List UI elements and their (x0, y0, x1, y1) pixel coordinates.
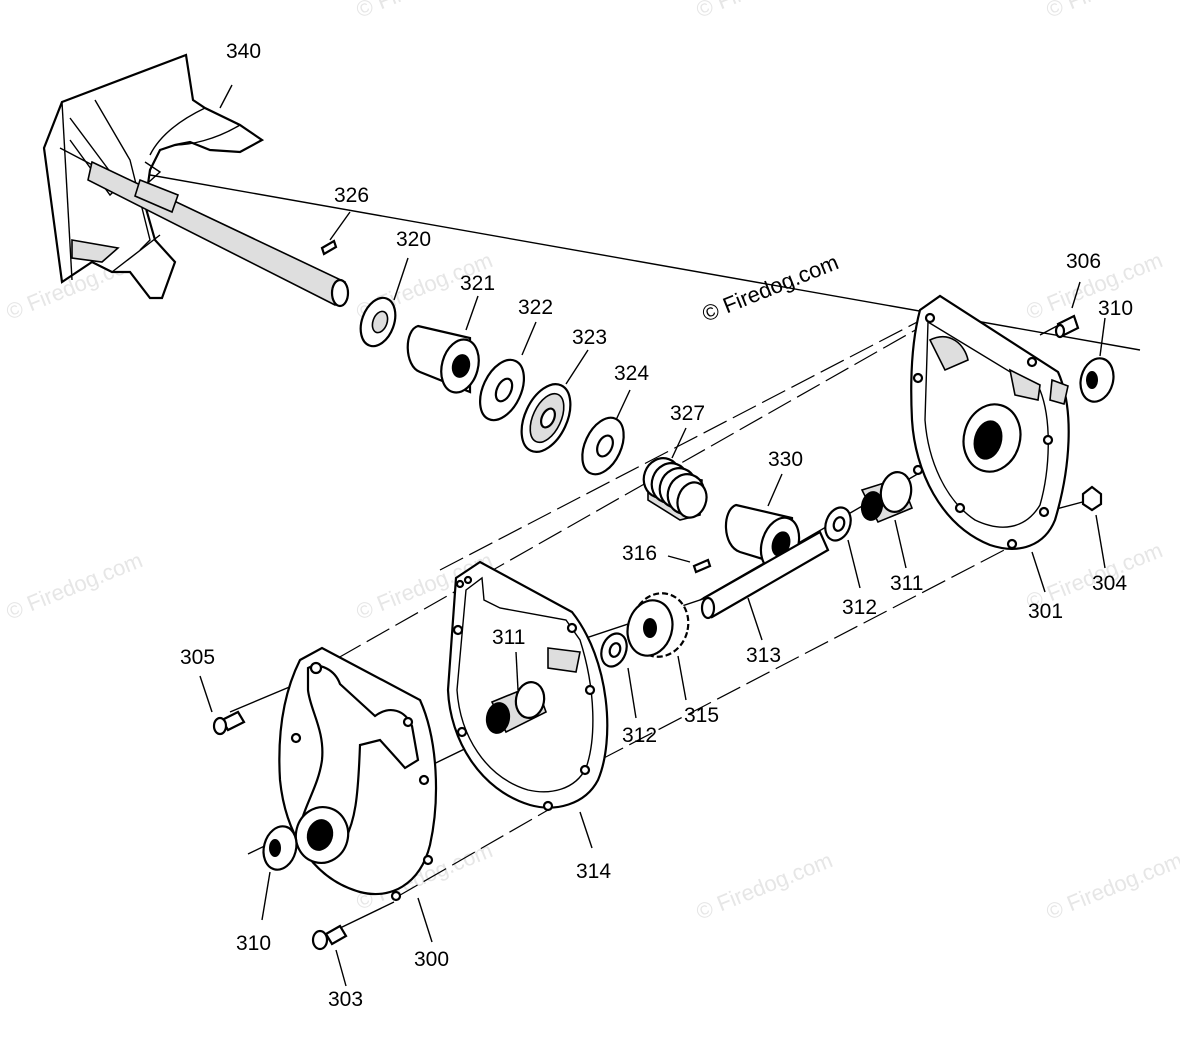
watermark: © Firedog.com (693, 0, 836, 23)
pin-326 (320, 239, 338, 256)
gear-case-301 (910, 294, 1070, 550)
label-323: 323 (572, 326, 607, 349)
washer-312-a (824, 506, 852, 542)
screw-305 (212, 710, 246, 736)
worm-gear-327 (642, 457, 708, 521)
screw-306 (1054, 314, 1080, 339)
label-321: 321 (460, 272, 495, 295)
watermark: © Firedog.com (1043, 0, 1180, 23)
label-310: 310 (236, 932, 271, 955)
gear-case-300 (278, 646, 438, 902)
label-330: 330 (768, 448, 803, 471)
part-labels: 340 326 320 321 322 323 324 327 330 316 … (180, 40, 1133, 1011)
impeller-340 (42, 53, 350, 308)
bushing-311-b (485, 681, 547, 734)
screw-303 (311, 924, 348, 951)
label-315: 315 (684, 704, 719, 727)
watermark: © Firedog.com (1043, 847, 1180, 924)
label-301: 301 (1028, 600, 1063, 623)
gear-315 (626, 592, 690, 658)
washer-312-b (600, 632, 628, 668)
label-326: 326 (334, 184, 369, 207)
label-322: 322 (518, 296, 553, 319)
label-320: 320 (396, 228, 431, 251)
label-311: 311 (492, 626, 525, 649)
shaft-313 (700, 530, 830, 620)
bushing-311-a (860, 471, 914, 524)
label-311: 311 (890, 572, 923, 595)
label-312: 312 (842, 596, 877, 619)
thrust-bearing-323 (520, 383, 572, 453)
label-300: 300 (414, 948, 449, 971)
label-305: 305 (180, 646, 215, 669)
watermark: © Firedog.com (693, 847, 836, 924)
label-312: 312 (622, 724, 657, 747)
watermark: © Firedog.com (353, 0, 496, 23)
label-310: 310 (1098, 297, 1133, 320)
leader-lines (199, 84, 1106, 987)
washer-324 (581, 416, 625, 476)
label-324: 324 (614, 362, 649, 385)
bearing-310-a (1079, 357, 1115, 403)
nut-304 (1081, 485, 1103, 512)
label-340: 340 (226, 40, 261, 63)
label-327: 327 (670, 402, 705, 425)
label-314: 314 (576, 860, 611, 883)
copyright-text: © Firedog.com (699, 249, 842, 326)
label-313: 313 (746, 644, 781, 667)
watermark: © Firedog.com (3, 547, 146, 624)
label-304: 304 (1092, 572, 1127, 595)
label-316: 316 (622, 542, 657, 565)
pin-316 (692, 558, 712, 574)
label-306: 306 (1066, 250, 1101, 273)
label-303: 303 (328, 988, 363, 1011)
washer-320 (359, 296, 397, 348)
washer-322 (479, 358, 525, 422)
bearing-310-b (262, 825, 298, 871)
bearing-321 (406, 324, 480, 394)
